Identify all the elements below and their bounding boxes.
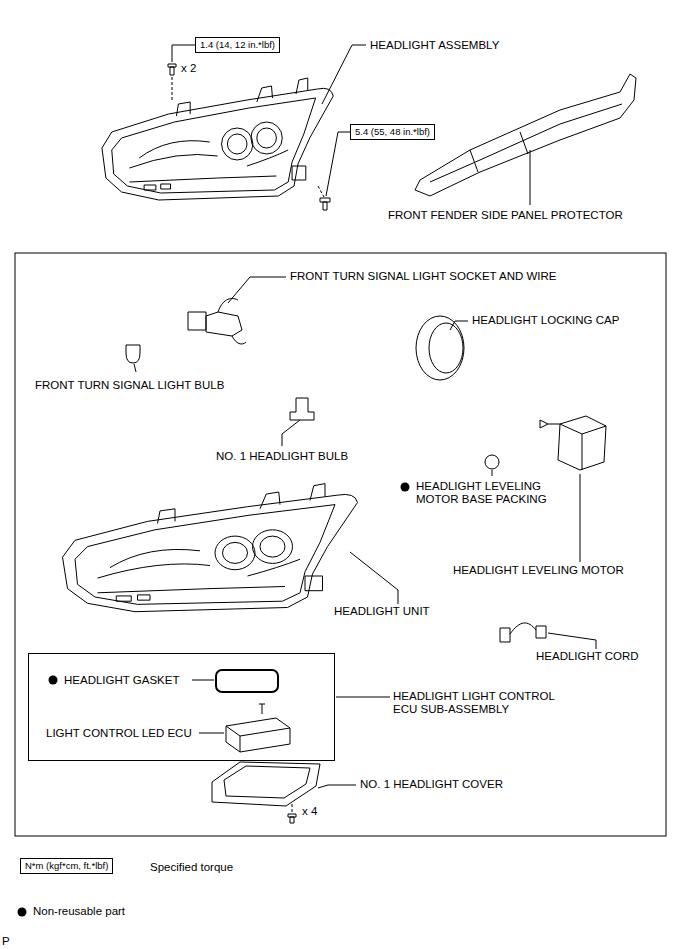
part-label: HEADLIGHT LEVELING MOTOR BASE PACKING xyxy=(416,480,566,506)
part-label: HEADLIGHT ASSEMBLY xyxy=(370,39,499,52)
part-label: HEADLIGHT LOCKING CAP xyxy=(472,314,619,327)
part-label: HEADLIGHT UNIT xyxy=(334,605,430,618)
legend-torque-box: N*m (kgf*cm, ft.*lbf) xyxy=(20,858,113,874)
part-label: NO. 1 HEADLIGHT COVER xyxy=(360,778,503,791)
part-label: HEADLIGHT LIGHT CONTROL ECU SUB-ASSEMBLY xyxy=(393,690,573,716)
node-text: 1.4 (14, 12 in.*lbf) xyxy=(200,39,275,51)
part-label: P xyxy=(2,935,10,948)
part-label: FRONT TURN SIGNAL LIGHT BULB xyxy=(35,379,224,392)
node-text: HEADLIGHT GASKET xyxy=(64,674,179,687)
torque-spec-box: 5.4 (55, 48 in.*lbf) xyxy=(350,124,435,140)
torque-spec-box: 1.4 (14, 12 in.*lbf) xyxy=(195,37,280,53)
part-label: FRONT TURN SIGNAL LIGHT SOCKET AND WIRE xyxy=(290,270,556,283)
part-label: NO. 1 HEADLIGHT BULB xyxy=(216,450,348,463)
part-label: FRONT FENDER SIDE PANEL PROTECTOR xyxy=(388,209,623,222)
part-label: HEADLIGHT CORD xyxy=(536,650,639,663)
node-text: 5.4 (55, 48 in.*lbf) xyxy=(355,126,430,138)
sub-assembly-frame: HEADLIGHT GASKET LIGHT CONTROL LED ECU xyxy=(28,653,335,761)
part-label: x 2 xyxy=(181,62,196,75)
legend-text: Non-reusable part xyxy=(33,905,125,918)
legend-text: Specified torque xyxy=(150,861,233,874)
node-text: LIGHT CONTROL LED ECU xyxy=(46,727,192,740)
part-label: HEADLIGHT LEVELING MOTOR xyxy=(453,564,624,577)
part-label: x 4 xyxy=(302,805,317,818)
node-text: N*m (kgf*cm, ft.*lbf) xyxy=(25,860,108,872)
